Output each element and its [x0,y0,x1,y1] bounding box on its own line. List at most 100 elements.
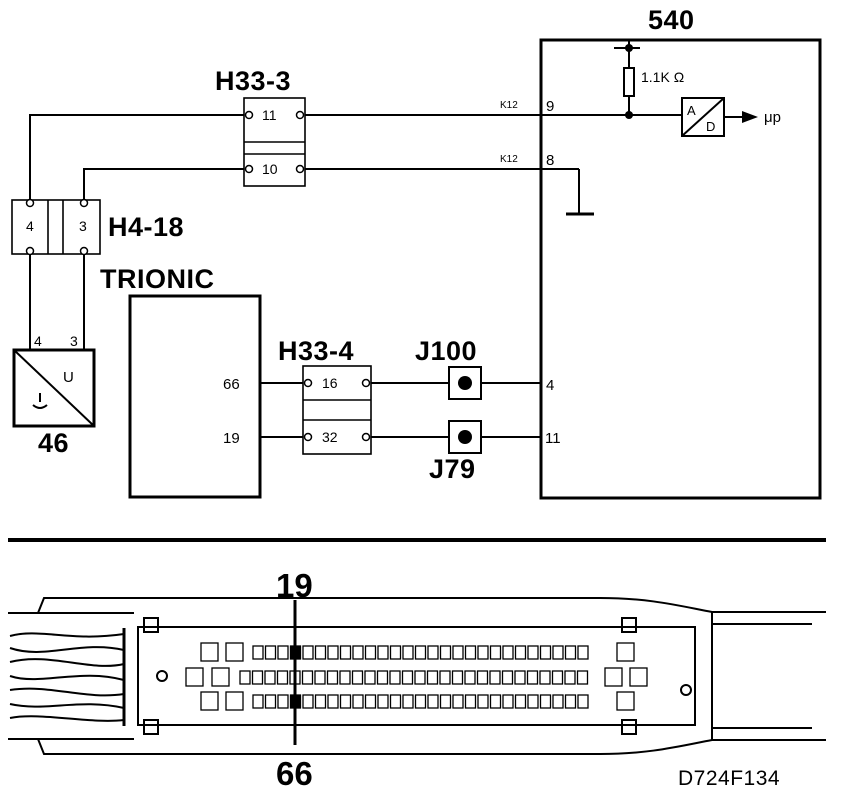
connector-pin [502,694,514,709]
connector-pin [414,645,427,660]
connector-pin [527,694,539,709]
connector-pin [427,645,439,660]
connector-pin [277,694,289,709]
connector-pin [314,670,326,685]
connector-pin [526,670,539,685]
connector-pin-large [616,642,635,662]
connector-pin [364,694,377,709]
wire-harness [8,612,134,740]
connector-pins [185,642,648,711]
connector-pin [302,694,314,709]
connector-pin [376,670,389,685]
trionic-pin-19: 19 [223,430,240,447]
connector-pin [377,645,389,660]
connector-pin [264,645,277,660]
thermometer-icon [32,393,48,409]
connector-pin [251,670,264,685]
connector-h4-18: 4 3 H4-18 [11,198,184,256]
j100-label: J100 [415,336,477,366]
connector-pin [339,645,352,660]
connector-pin [439,670,451,685]
connector-pin [577,645,589,660]
connector-pin [489,670,501,685]
connector-view: 19 66 [8,567,826,792]
connector-pin [489,694,502,709]
connector-pin [464,645,477,660]
connector-pin [514,670,526,685]
junction-j79: J79 [429,420,482,484]
h33-3-pin-10: 10 [262,161,278,177]
connector-pin [502,645,514,660]
connector-pin [477,645,489,660]
h4-18-pin-4: 4 [26,218,34,234]
wire-code-8: K12 [500,154,518,165]
resistor [623,67,635,97]
h4-18-label: H4-18 [108,212,184,242]
connector-pin [576,670,589,685]
connector-pin [402,694,414,709]
ecu-pin-11: 11 [545,430,561,447]
connector-pin [564,670,576,685]
connector-pin [389,694,402,709]
connector-pin [302,645,314,660]
connector-pin-large [200,691,219,711]
connector-pin [377,694,389,709]
connector-pin [552,694,564,709]
connector-pin [389,645,402,660]
microprocessor-label: μp [764,109,781,126]
h33-3-label: H33-3 [215,66,291,96]
connector-pin [252,694,264,709]
connector-pin [427,694,439,709]
connector-pin [314,645,327,660]
connector-pin [326,670,339,685]
connector-pin [477,694,489,709]
connector-pin [352,645,364,660]
connector-pin [564,645,577,660]
h4-18-pin-3: 3 [79,218,87,234]
connector-pin [564,694,577,709]
connector-pin [364,645,377,660]
connector-pin [414,670,426,685]
sensor-label: 46 [38,428,69,458]
connector-pin [364,670,376,685]
ecu-label: 540 [648,5,695,35]
h33-4-label: H33-4 [278,336,354,366]
connector-pin [401,670,414,685]
trionic-label: TRIONIC [100,264,215,294]
wire-code-9: K12 [500,100,518,111]
connector-pin [501,670,514,685]
trionic-pin-66: 66 [223,376,240,393]
connector-pin [514,645,527,660]
connector-pin [327,645,339,660]
wires: K12 K12 [29,100,682,438]
h33-3-pin-11: 11 [262,107,277,123]
ecu-pin-9: 9 [546,98,554,115]
connector-pin [339,694,352,709]
connector-pin [439,645,452,660]
connector-pin-large [225,691,244,711]
connector-pin [414,694,427,709]
connector-pin [339,670,351,685]
connector-pin [577,694,589,709]
connector-pin [452,694,464,709]
connector-pin-large [211,667,230,687]
connector-pin [551,670,564,685]
connector-pin [252,645,264,660]
connector-pin [277,645,289,660]
connector-pin-large [200,642,219,662]
ad-label-d: D [706,119,715,134]
connector-pin [452,645,464,660]
connector-pin [239,670,251,685]
connector-pin [276,670,289,685]
connector-pin [514,694,527,709]
arrow-icon [742,111,758,123]
connector-pin-large [629,667,648,687]
connector-pin [426,670,439,685]
connector-pin [464,694,477,709]
h33-4-pin-16: 16 [322,375,338,391]
sensor-46: U 4 3 46 [12,333,96,458]
connector-pin [264,694,277,709]
connector-pin-large [604,667,623,687]
connector-pin-large [225,642,244,662]
